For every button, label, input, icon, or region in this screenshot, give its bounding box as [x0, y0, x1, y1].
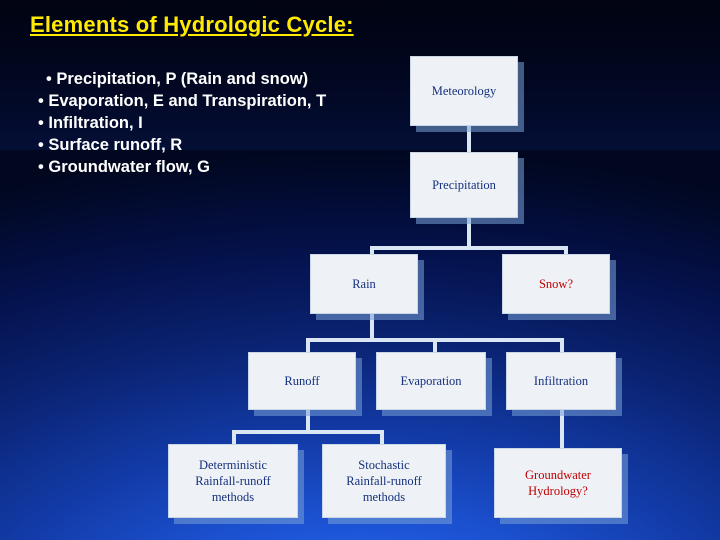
flow-box-label: Precipitation: [432, 178, 496, 192]
flow-box-label-line3: methods: [362, 490, 406, 504]
flow-box-infiltration[interactable]: Infiltration: [506, 352, 616, 410]
flow-box-label-line1: Deterministic: [198, 458, 268, 472]
flow-box-label: Meteorology: [431, 84, 497, 98]
connector-precipitation-horizontal: [372, 246, 568, 250]
list-item: • Surface runoff, R: [38, 136, 183, 154]
connector-deterministic-stem: [232, 430, 236, 444]
flow-box-snow[interactable]: Snow?: [502, 254, 610, 314]
flow-box-label: Infiltration: [533, 374, 589, 388]
connector-stochastic-stem: [380, 430, 384, 444]
list-item: • Evaporation, E and Transpiration, T: [38, 92, 327, 110]
connector-evaporation-stem: [433, 338, 437, 356]
connector-runoff-stem: [306, 338, 310, 356]
flow-box-meteorology[interactable]: Meteorology: [410, 56, 518, 126]
flow-box-label: Snow?: [538, 277, 574, 291]
flow-box-label-line1: Stochastic: [358, 458, 410, 472]
flow-box-runoff[interactable]: Runoff: [248, 352, 356, 410]
flow-box-label-line3: methods: [211, 490, 255, 504]
flow-box-label: Rain: [352, 277, 376, 291]
connector-row4-horizontal: [232, 430, 382, 434]
flow-box-label-line1: Groundwater: [525, 468, 591, 482]
flow-box-stochastic-methods[interactable]: Stochastic Rainfall-runoff methods: [322, 444, 446, 518]
connector-infiltration-down: [560, 410, 564, 448]
flow-box-evaporation[interactable]: Evaporation: [376, 352, 486, 410]
connector-rain-down: [370, 314, 374, 340]
flow-box-rain[interactable]: Rain: [310, 254, 418, 314]
flow-box-groundwater-hydrology[interactable]: Groundwater Hydrology?: [494, 448, 622, 518]
connector-infiltration-stem: [560, 338, 564, 356]
list-item: • Precipitation, P (Rain and snow): [46, 70, 309, 88]
flow-box-label-line2: Rainfall-runoff: [346, 474, 422, 488]
list-item: • Infiltration, I: [38, 114, 143, 132]
bullet-list: • Precipitation, P (Rain and snow) • Eva…: [38, 68, 326, 178]
title-background-band: [0, 0, 720, 150]
connector-precipitation-down: [467, 218, 471, 248]
connector-runoff-down: [306, 410, 310, 432]
flow-box-precipitation[interactable]: Precipitation: [410, 152, 518, 218]
flow-box-label-line2: Hydrology?: [528, 484, 588, 498]
flow-box-label: Runoff: [284, 374, 320, 388]
list-item: • Groundwater flow, G: [38, 158, 211, 176]
page-title: Elements of Hydrologic Cycle:: [30, 12, 354, 37]
connector-meteorology-precipitation: [467, 126, 471, 162]
flow-box-label: Evaporation: [400, 374, 462, 388]
flow-box-deterministic-methods[interactable]: Deterministic Rainfall-runoff methods: [168, 444, 298, 518]
flow-box-label-line2: Rainfall-runoff: [195, 474, 271, 488]
